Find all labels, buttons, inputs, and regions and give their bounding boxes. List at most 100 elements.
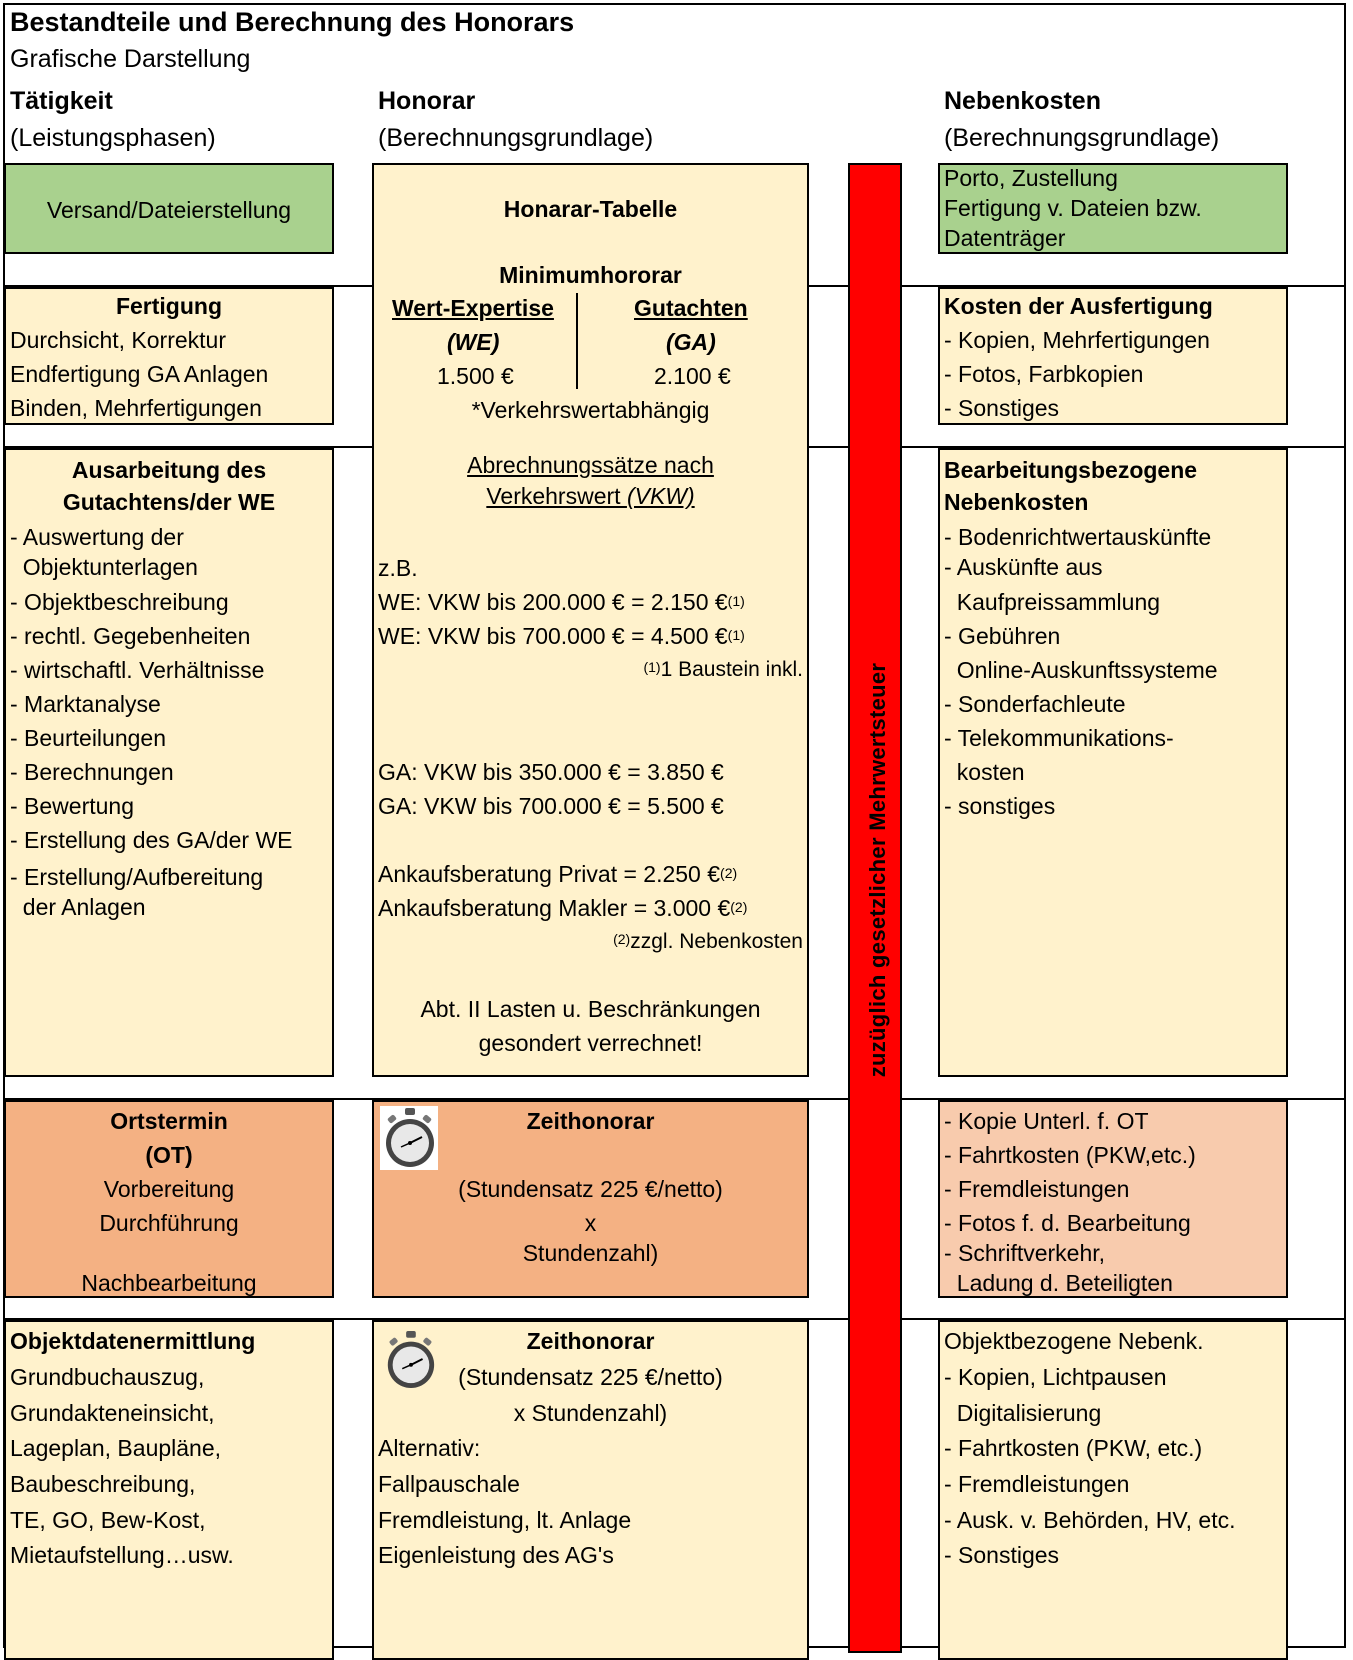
costs-site-visit-line: - Schriftverkehr, <box>944 1240 1106 1266</box>
activity-object-data-line: Mietaufstellung…usw. <box>10 1542 234 1568</box>
costs-elaboration-title: Nebenkosten <box>944 489 1089 515</box>
ga-abbr: (GA) <box>666 329 716 355</box>
fee-object-data-title: Zeithonorar <box>526 1328 655 1354</box>
costs-production-line: - Fotos, Farbkopien <box>944 361 1144 387</box>
costs-elaboration-line: - Bodenrichtwertauskünfte <box>944 524 1212 550</box>
purchase-rate: Ankaufsberatung Makler = 3.000 €(2) <box>378 895 748 921</box>
purchase-rate: Ankaufsberatung Privat = 2.250 €(2) <box>378 861 738 887</box>
we-rate: WE: VKW bis 700.000 € = 4.500 €(1) <box>378 623 745 649</box>
we-rate: WE: VKW bis 200.000 € = 2.150 €(1) <box>378 589 745 615</box>
costs-production-box: Kosten der Ausfertigung - Kopien, Mehrfe… <box>938 287 1288 425</box>
activity-elaboration-line: - Objektbeschreibung <box>10 589 229 615</box>
activity-production-line: Binden, Mehrfertigungen <box>10 395 262 421</box>
activity-elaboration-line: - Beurteilungen <box>10 725 166 751</box>
page-title: Bestandteile und Berechnung des Honorars <box>10 7 575 37</box>
costs-site-visit-line: - Fremdleistungen <box>944 1176 1130 1202</box>
rates-title: Verkehrswert (VKW) <box>486 483 695 509</box>
row-divider <box>3 1318 1346 1320</box>
fee-site-visit-box: Zeithonorar (Stundensatz 225 €/netto) x … <box>372 1100 809 1298</box>
costs-site-visit-line: - Fahrtkosten (PKW,etc.) <box>944 1142 1196 1168</box>
costs-site-visit-line: - Fotos f. d. Bearbeitung <box>944 1210 1191 1236</box>
column-title-costs: Nebenkosten <box>944 87 1101 115</box>
activity-object-data-box: Objektdatenermittlung Grundbuchauszug, G… <box>4 1320 334 1660</box>
abt-note: gesondert verrechnet! <box>478 1030 703 1056</box>
activity-object-data-line: Grundakteneinsicht, <box>10 1400 215 1426</box>
activity-elaboration-line: - rechtl. Gegebenheiten <box>10 623 251 649</box>
column-subtitle-activity: (Leistungsphasen) <box>10 124 216 152</box>
activity-production-line: Endfertigung GA Anlagen <box>10 361 269 387</box>
activity-object-data-line: Baubeschreibung, <box>10 1471 196 1497</box>
fee-object-data-box: Zeithonorar (Stundensatz 225 €/netto) x … <box>372 1320 809 1660</box>
costs-elaboration-line: kosten <box>944 759 1025 785</box>
activity-elaboration-line: - Berechnungen <box>10 759 174 785</box>
page-subtitle: Grafische Darstellung <box>10 45 251 73</box>
activity-elaboration-line: - wirtschaftl. Verhältnisse <box>10 657 265 683</box>
activity-elaboration-line: Objektunterlagen <box>10 554 198 580</box>
activity-elaboration-line: - Bewertung <box>10 793 135 819</box>
fee-site-visit-line: (Stundensatz 225 €/netto) <box>458 1176 723 1202</box>
activity-elaboration-line: - Marktanalyse <box>10 691 161 717</box>
costs-object-data-line: - Fahrtkosten (PKW, etc.) <box>944 1435 1203 1461</box>
costs-site-visit-line: Ladung d. Beteiligten <box>944 1270 1173 1296</box>
activity-elaboration-line: - Erstellung des GA/der WE <box>10 827 293 853</box>
fee-object-data-line: Eigenleistung des AG's <box>378 1542 614 1568</box>
activity-elaboration-title: Gutachtens/der WE <box>62 489 276 515</box>
costs-elaboration-line: - Sonderfachleute <box>944 691 1126 717</box>
costs-elaboration-line: - Gebühren <box>944 623 1061 649</box>
activity-site-visit-line: Nachbearbeitung <box>81 1270 257 1296</box>
fee-site-visit-title: Zeithonorar <box>526 1108 655 1134</box>
stopwatch-icon <box>382 1328 438 1392</box>
activity-object-data-line: TE, GO, Bew-Kost, <box>10 1507 206 1533</box>
costs-site-visit-box: - Kopie Unterl. f. OT - Fahrtkosten (PKW… <box>938 1100 1288 1298</box>
activity-production-title: Fertigung <box>115 293 223 319</box>
minimum-fee-title: Minimumhororar <box>499 262 682 288</box>
rates-title: Abrechnungssätze nach <box>467 452 714 478</box>
costs-elaboration-box: Bearbeitungsbezogene Nebenkosten - Boden… <box>938 448 1288 1077</box>
costs-production-title: Kosten der Ausfertigung <box>944 293 1213 319</box>
costs-elaboration-line: - Telekommunikations- <box>944 725 1174 751</box>
ga-min-value: 2.100 € <box>654 363 731 389</box>
costs-elaboration-line: Online-Auskunftssysteme <box>944 657 1218 683</box>
fee-object-data-line: (Stundensatz 225 €/netto) <box>458 1364 723 1390</box>
costs-site-visit-line: - Kopie Unterl. f. OT <box>944 1108 1149 1134</box>
activity-elaboration-line: - Erstellung/Aufbereitung <box>10 864 264 890</box>
activity-shipping-box: Versand/Dateierstellung <box>4 163 334 254</box>
costs-object-data-line: Digitalisierung <box>944 1400 1102 1426</box>
abt-note: Abt. II Lasten u. Beschränkungen <box>420 996 761 1022</box>
ga-header: Gutachten <box>634 295 748 321</box>
activity-production-box: Fertigung Durchsicht, Korrektur Endferti… <box>4 287 334 425</box>
costs-object-data-line: - Sonstiges <box>944 1542 1060 1568</box>
value-note: *Verkehrswertabhängig <box>471 397 710 423</box>
fee-table-box: Honarar-Tabelle Minimumhororar Wert-Expe… <box>372 163 809 1077</box>
we-header: Wert-Expertise <box>392 295 554 321</box>
fee-divider <box>576 293 578 389</box>
vat-band-label: zuzüglich gesetzlicher Mehrwertsteuer <box>865 662 890 1078</box>
column-title-activity: Tätigkeit <box>10 87 113 115</box>
costs-elaboration-line: - sonstiges <box>944 793 1056 819</box>
costs-elaboration-line: Kaufpreissammlung <box>944 589 1161 615</box>
activity-site-visit-title: (OT) <box>145 1142 193 1168</box>
fee-object-data-line: Fallpauschale <box>378 1471 520 1497</box>
costs-production-line: - Sonstiges <box>944 395 1060 421</box>
stopwatch-icon <box>380 1106 438 1170</box>
column-subtitle-fee: (Berechnungsgrundlage) <box>378 124 654 152</box>
fee-table-title: Honarar-Tabelle <box>503 196 678 222</box>
row-divider <box>3 1098 1346 1100</box>
activity-object-data-line: Grundbuchauszug, <box>10 1364 205 1390</box>
activity-object-data-line: Lageplan, Baupläne, <box>10 1435 222 1461</box>
fee-site-visit-line: Stundenzahl) <box>522 1240 659 1266</box>
activity-object-data-title: Objektdatenermittlung <box>10 1328 256 1354</box>
activity-production-line: Durchsicht, Korrektur <box>10 327 227 353</box>
costs-elaboration-title: Bearbeitungsbezogene <box>944 457 1198 483</box>
we-min-value: 1.500 € <box>437 363 514 389</box>
activity-elaboration-line: - Auswertung der <box>10 524 184 550</box>
footnote-1: (1)1 Baustein inkl. <box>643 658 803 681</box>
costs-elaboration-line: - Auskünfte aus <box>944 554 1103 580</box>
costs-object-data-line: - Kopien, Lichtpausen <box>944 1364 1167 1390</box>
footnote-2: (2)zzgl. Nebenkosten <box>613 930 803 953</box>
column-subtitle-costs: (Berechnungsgrundlage) <box>944 124 1220 152</box>
costs-production-line: - Kopien, Mehrfertigungen <box>944 327 1210 353</box>
costs-shipping-line: Porto, Zustellung <box>944 165 1118 191</box>
activity-elaboration-box: Ausarbeitung des Gutachtens/der WE - Aus… <box>4 448 334 1077</box>
costs-shipping-line: Fertigung v. Dateien bzw. <box>944 195 1202 221</box>
